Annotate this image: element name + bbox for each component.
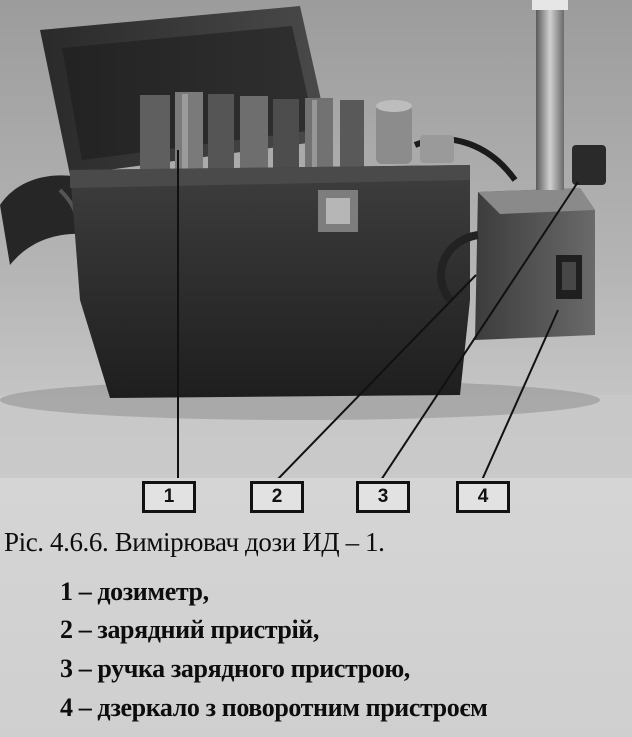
caption-item-dosimeter: 1 – дозиметр,	[60, 577, 209, 606]
dosimeter-kit-photo	[0, 0, 632, 478]
callout-label-1: 1	[142, 481, 196, 513]
caption-item-mirror: 4 – дзеркало з поворотним пристроєм	[60, 693, 488, 722]
callout-label-4: 4	[456, 481, 510, 513]
caption-item-charger: 2 – зарядний пристрій,	[60, 615, 319, 644]
caption-title: Ріс. 4.6.6. Вимірювач дози ИД – 1.	[4, 527, 385, 557]
caption-item-charger-handle: 3 – ручка зарядного пристрою,	[60, 654, 410, 683]
callout-label-2: 2	[250, 481, 304, 513]
callout-label-3: 3	[356, 481, 410, 513]
